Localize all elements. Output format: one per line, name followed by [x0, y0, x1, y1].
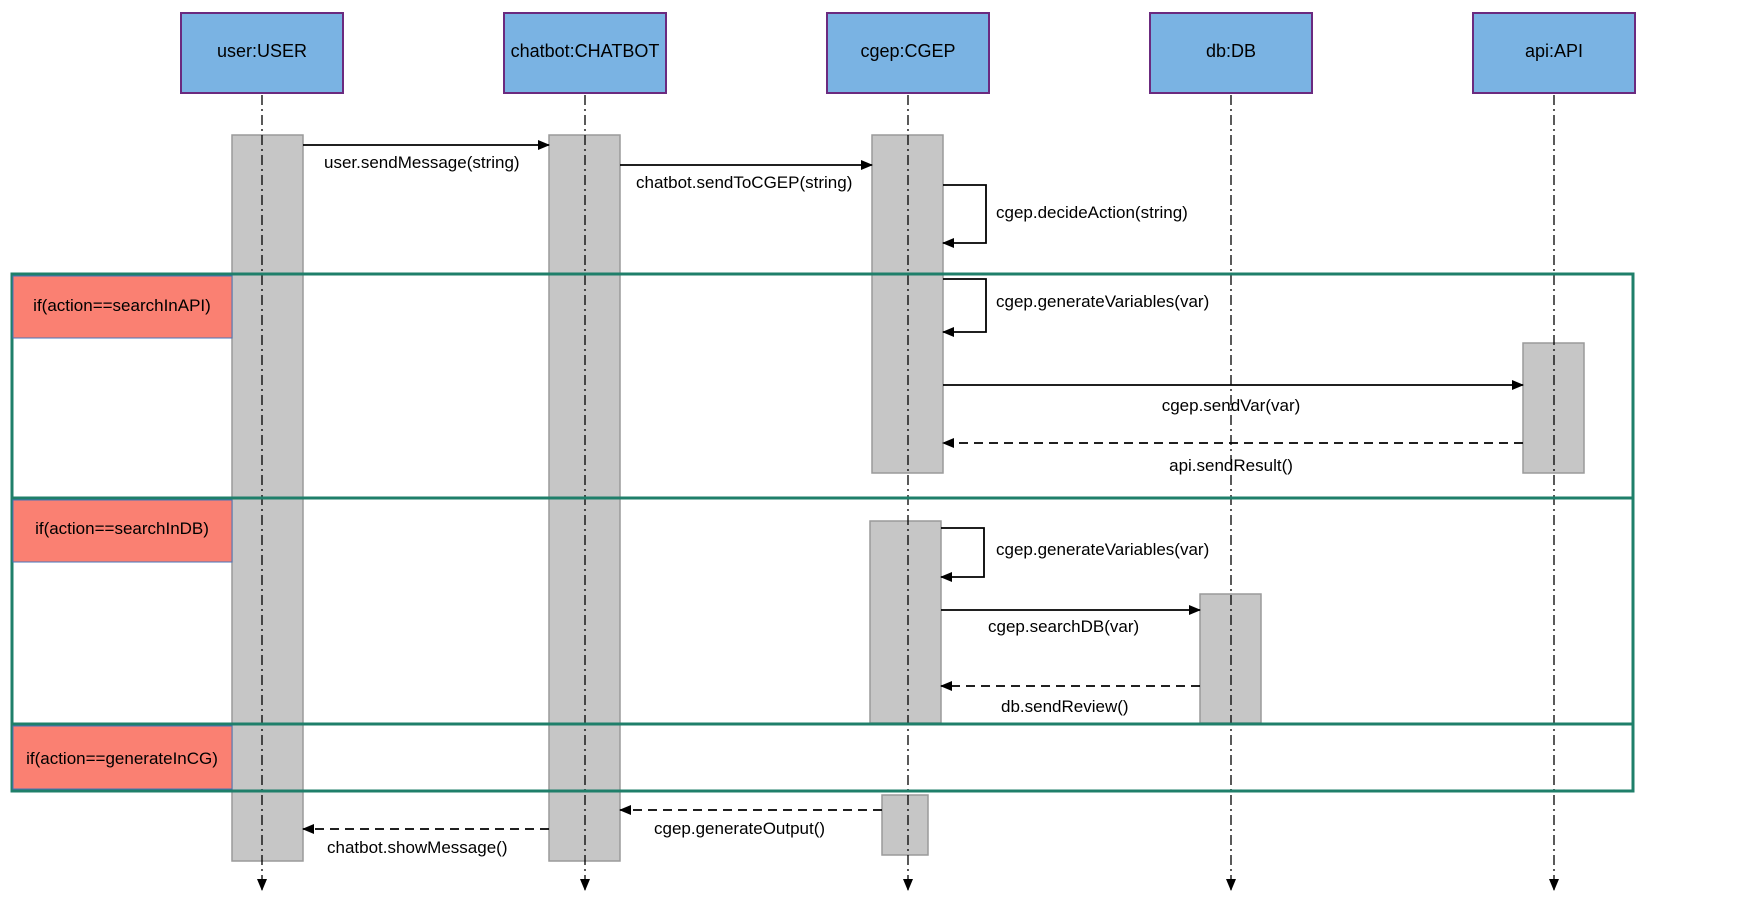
message-send-to-cgep: chatbot.sendToCGEP(string) [620, 160, 873, 192]
message-show-message: chatbot.showMessage() [302, 824, 549, 857]
frame-cg-condition: if(action==generateInCG) [26, 749, 218, 768]
message-decide-action: cgep.decideAction(string) [942, 184, 1188, 248]
activation-api [1522, 342, 1585, 474]
message-send-var: cgep.sendVar(var) [943, 380, 1524, 415]
participant-user: user:USER [180, 12, 344, 94]
message-show-message-label: chatbot.showMessage() [327, 838, 507, 857]
participant-chatbot-label: chatbot:CHATBOT [511, 41, 660, 61]
message-generate-output: cgep.generateOutput() [619, 805, 882, 838]
participant-cgep-label: cgep:CGEP [860, 41, 955, 61]
message-send-result: api.sendResult() [942, 438, 1523, 475]
message-generate-variables-db: cgep.generateVariables(var) [940, 527, 1209, 582]
activation-cgep-2 [869, 520, 942, 724]
frame-api: if(action==searchInAPI) [10, 272, 1635, 500]
message-generate-variables-api: cgep.generateVariables(var) [942, 278, 1209, 337]
messages: user.sendMessage(string) chatbot.sendToC… [302, 140, 1524, 857]
message-send-result-label: api.sendResult() [1169, 456, 1293, 475]
message-search-db-label: cgep.searchDB(var) [988, 617, 1139, 636]
message-send-var-label: cgep.sendVar(var) [1162, 396, 1301, 415]
message-generate-output-label: cgep.generateOutput() [654, 819, 825, 838]
participant-db: db:DB [1149, 12, 1313, 94]
message-decide-action-label: cgep.decideAction(string) [996, 203, 1188, 222]
message-send-message: user.sendMessage(string) [303, 140, 550, 172]
participant-cgep: cgep:CGEP [826, 12, 990, 94]
message-send-review: db.sendReview() [940, 681, 1200, 716]
message-send-review-label: db.sendReview() [1001, 697, 1129, 716]
message-generate-variables-api-label: cgep.generateVariables(var) [996, 292, 1209, 311]
activation-cgep-3 [881, 794, 929, 856]
message-send-message-label: user.sendMessage(string) [324, 153, 520, 172]
message-send-to-cgep-label: chatbot.sendToCGEP(string) [636, 173, 852, 192]
frame-cg: if(action==generateInCG) [10, 722, 1635, 793]
frame-db-condition: if(action==searchInDB) [35, 519, 209, 538]
message-search-db: cgep.searchDB(var) [941, 605, 1201, 636]
frame-db: if(action==searchInDB) [10, 496, 1635, 726]
lifelines [257, 95, 1559, 891]
frame-api-condition: if(action==searchInAPI) [33, 296, 211, 315]
participant-user-label: user:USER [217, 41, 307, 61]
participant-db-label: db:DB [1206, 41, 1256, 61]
message-generate-variables-db-label: cgep.generateVariables(var) [996, 540, 1209, 559]
participant-chatbot: chatbot:CHATBOT [503, 12, 667, 94]
participant-api: api:API [1472, 12, 1636, 94]
participant-api-label: api:API [1525, 41, 1583, 61]
